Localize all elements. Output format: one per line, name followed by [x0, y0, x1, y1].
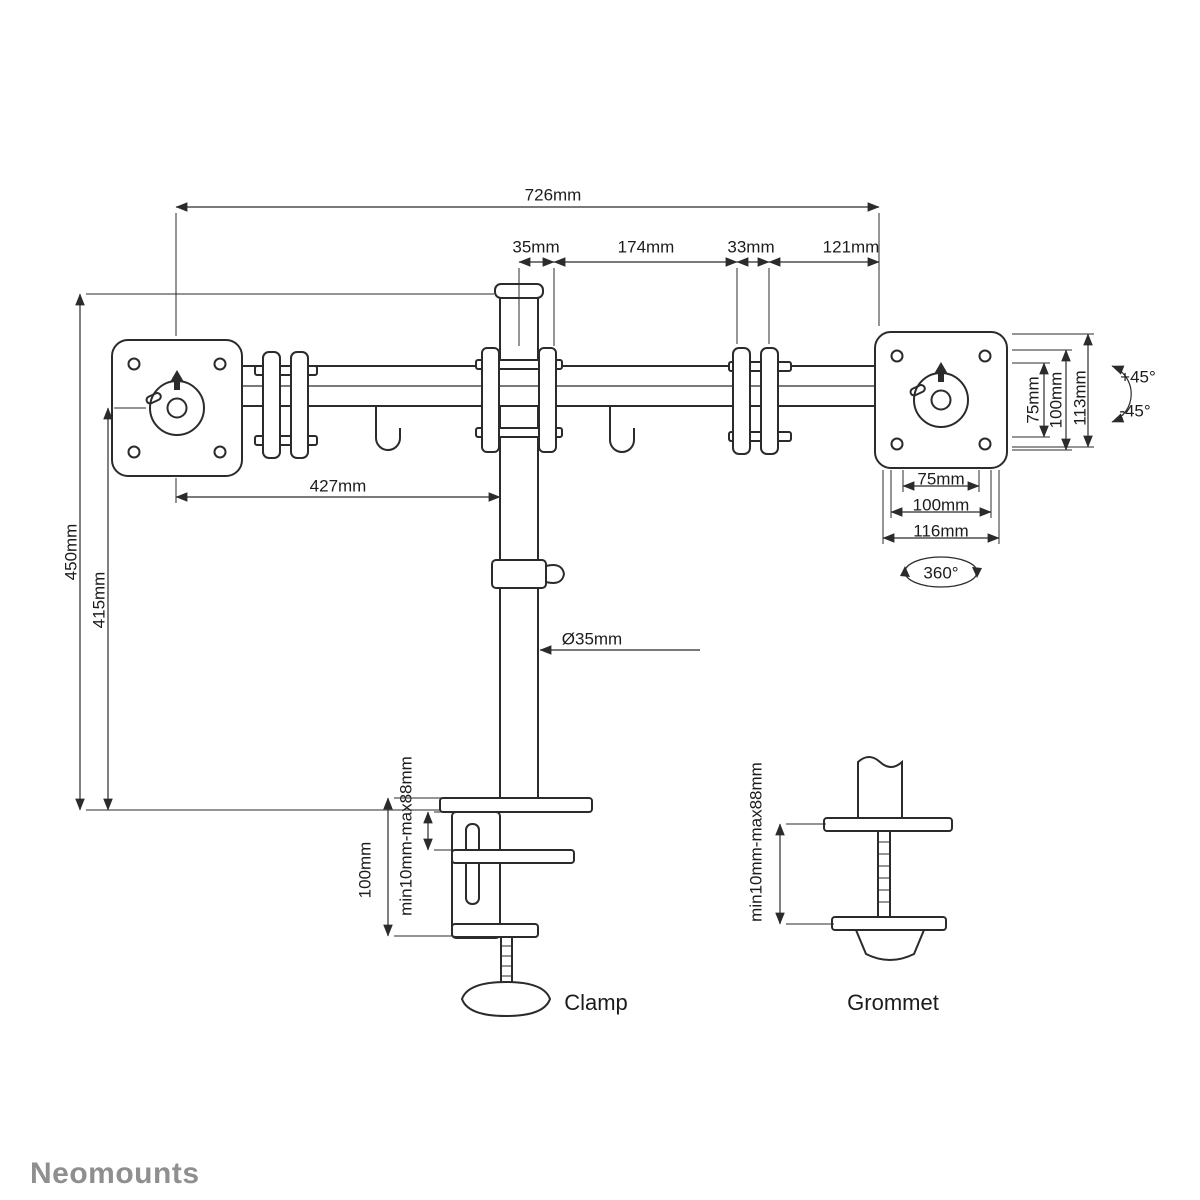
- plate-slot: [145, 392, 162, 405]
- dim-427-label: 427mm: [310, 476, 367, 495]
- grommet-nut: [854, 929, 926, 961]
- clamp-knob: [460, 980, 552, 1018]
- dimension-clamp: min10mm-max88mm 100mm: [355, 756, 454, 937]
- dimension-right-plate-vertical: 75mm 100mm 113mm: [1012, 333, 1094, 451]
- dim-415-label: 415mm: [89, 572, 108, 629]
- dim-116-label: 116mm: [913, 521, 968, 540]
- dim-174-label: 174mm: [618, 237, 675, 256]
- dim-121-label: 121mm: [823, 237, 880, 256]
- dimension-pole-diameter: Ø35mm: [539, 629, 700, 655]
- adjust-knob: [545, 564, 566, 584]
- left-arm-joint: [254, 351, 318, 459]
- dim-vesa-h100-label: 100mm: [913, 495, 970, 514]
- dimension-rotation: 360°: [900, 556, 982, 588]
- dimension-grommet: min10mm-max88mm: [746, 762, 834, 925]
- grommet-caption: Grommet: [847, 990, 939, 1015]
- dimension-arm-segments: 35mm 174mm 33mm 121mm: [512, 237, 880, 346]
- clamp-assembly: [439, 797, 593, 1018]
- dim-pole-diameter-label: Ø35mm: [562, 629, 622, 648]
- dim-vesa-h75-label: 75mm: [917, 469, 964, 488]
- dimension-tilt: +45° -45°: [1111, 365, 1156, 423]
- grommet-range-label: min10mm-max88mm: [746, 762, 765, 922]
- dimension-heights: 450mm 415mm: [61, 293, 494, 811]
- tilt-up-label: +45°: [1120, 367, 1156, 386]
- dim-450-label: 450mm: [61, 524, 80, 581]
- right-arm-joint: [728, 347, 792, 455]
- dim-113-label: 113mm: [1070, 370, 1089, 425]
- up-arrow-icon: [934, 362, 948, 382]
- dim-35-label: 35mm: [512, 237, 559, 256]
- pole-collar-joint: [475, 347, 563, 453]
- dim-33-label: 33mm: [727, 237, 774, 256]
- tilt-down-label: -45°: [1119, 401, 1150, 420]
- rotation-360-label: 360°: [923, 563, 958, 582]
- dim-vesa-v75-label: 75mm: [1023, 376, 1042, 423]
- plate-slot: [909, 384, 926, 397]
- right-vesa-plate: [874, 331, 1008, 469]
- dim-vesa-v100-label: 100mm: [1046, 372, 1065, 429]
- up-arrow-icon: [170, 370, 184, 390]
- clamp-caption: Clamp: [564, 990, 628, 1015]
- dim-726-label: 726mm: [525, 185, 582, 204]
- dimension-right-plate-horizontal: 75mm 100mm 116mm: [882, 469, 1000, 544]
- cable-hook-right: [609, 406, 635, 453]
- clamp-height-label: 100mm: [355, 842, 374, 899]
- dimension-arm-reach: 427mm: [175, 455, 501, 503]
- height-adjust-ring: [491, 559, 547, 589]
- brand-logo: Neomounts: [30, 1157, 200, 1190]
- dimension-total-width: 726mm: [175, 185, 880, 336]
- grommet-assembly: [823, 756, 953, 961]
- cable-hook-left: [375, 406, 401, 451]
- clamp-range-label: min10mm-max88mm: [396, 756, 415, 916]
